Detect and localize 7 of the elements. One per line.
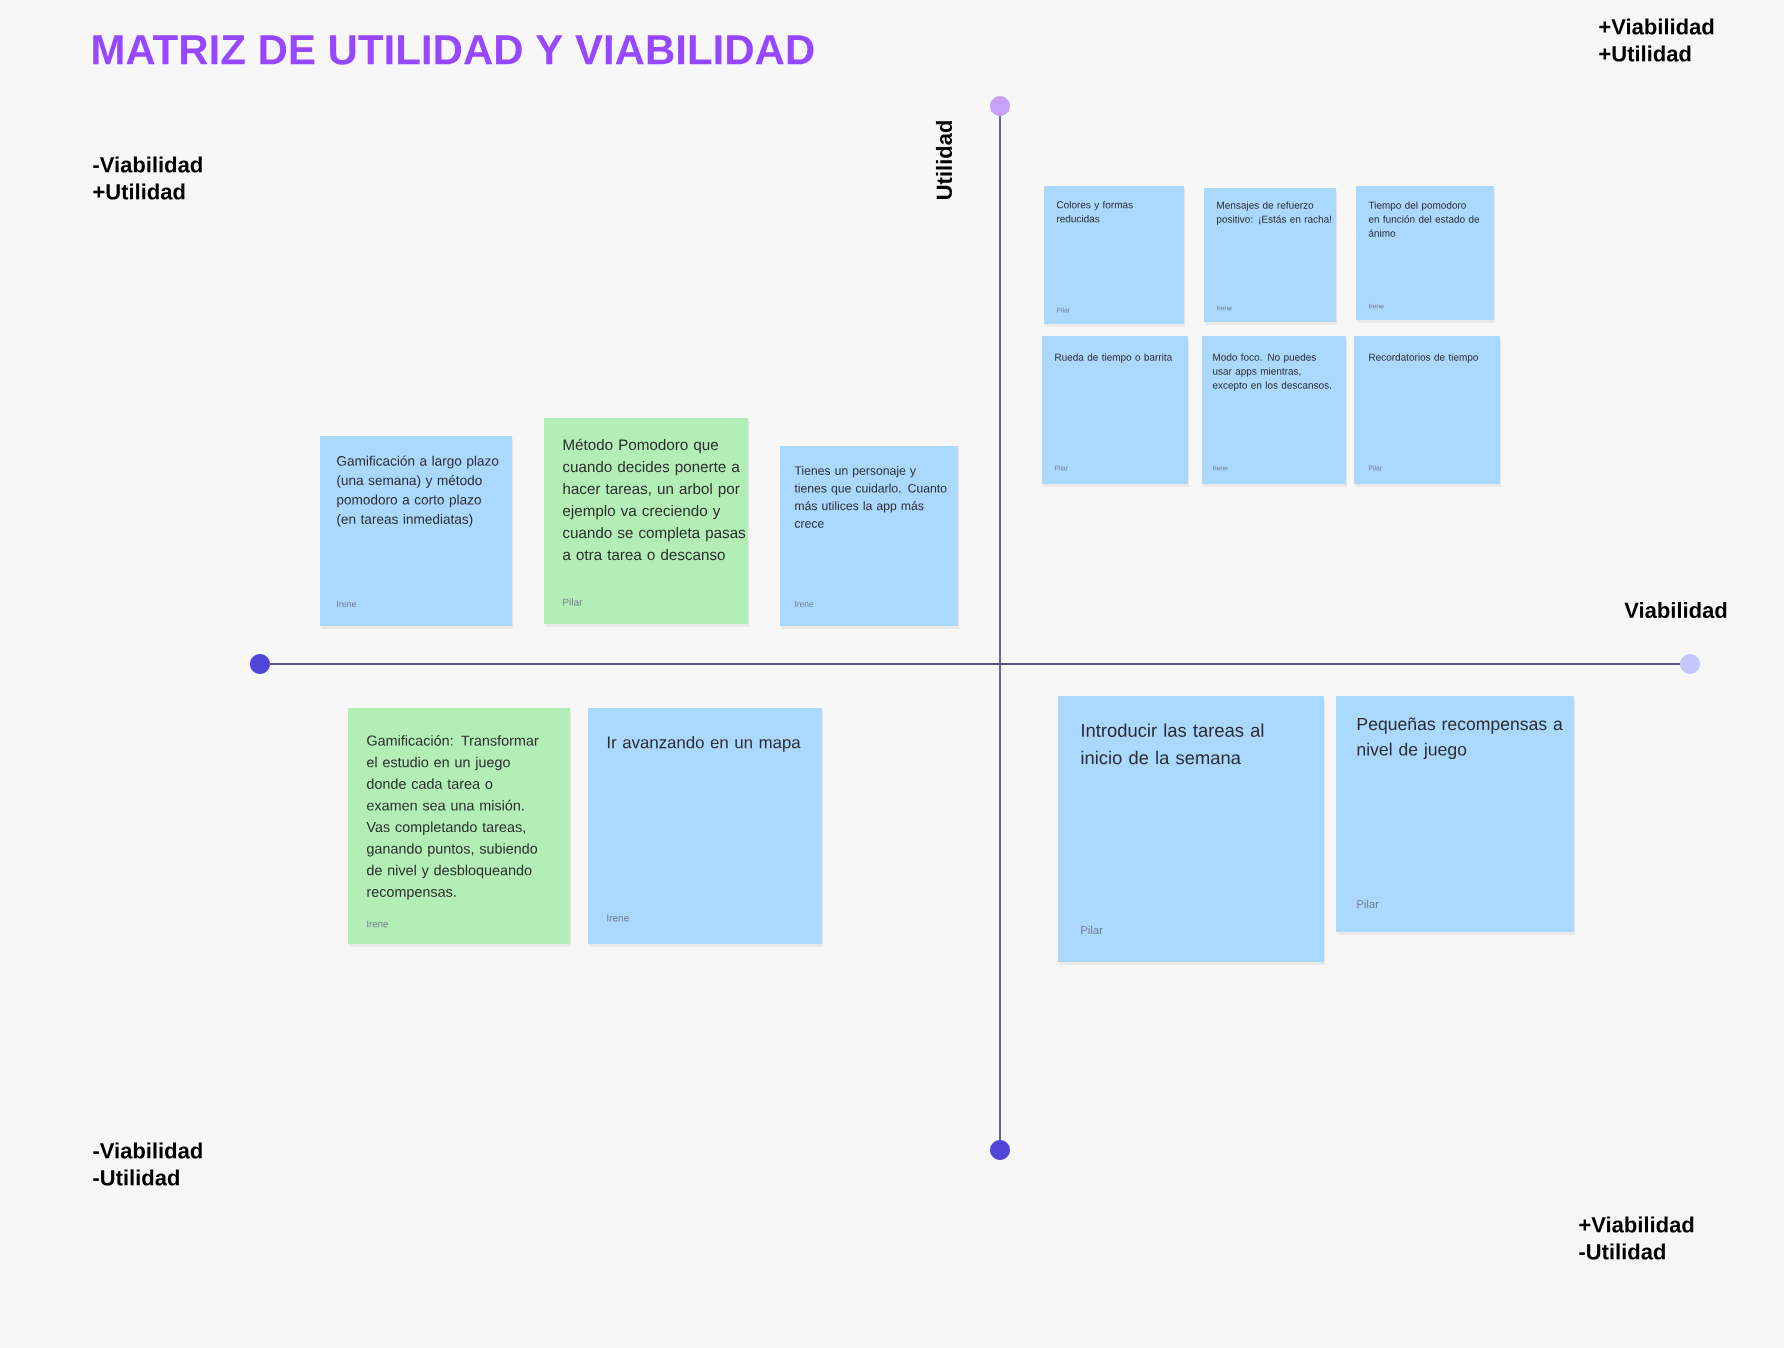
quadrant-label: +Viabilidad +Utilidad bbox=[1599, 18, 1714, 62]
quadrant-label: +Viabilidad -Utilidad bbox=[1579, 1216, 1694, 1260]
axis-label: Utilidad bbox=[935, 121, 953, 199]
title: MATRIZ DE UTILIDAD Y VIABILIDAD bbox=[93, 35, 814, 65]
quadrant-label: -Viabilidad +Utilidad bbox=[93, 156, 202, 200]
axis-label: Viabilidad bbox=[1624, 601, 1727, 619]
quadrant-label: -Viabilidad -Utilidad bbox=[93, 1142, 202, 1186]
